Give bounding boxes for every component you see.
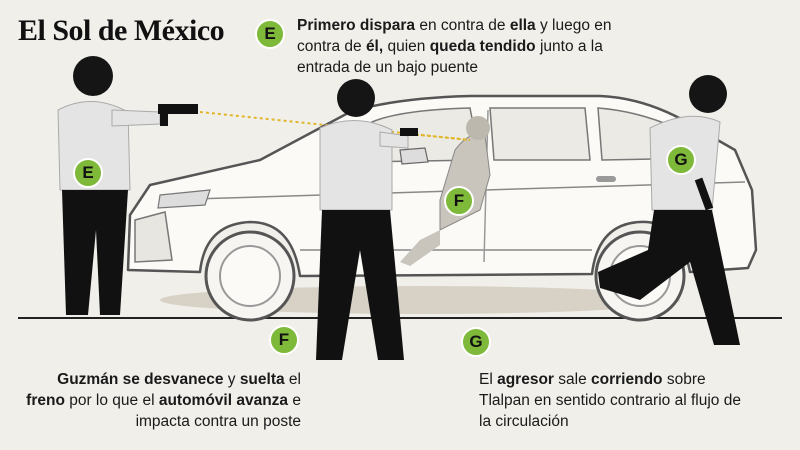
step-badge-g: G (461, 327, 491, 357)
caption-f-bold-4: automóvil avanza (158, 392, 289, 409)
caption-e-bold-3: él, (365, 38, 384, 55)
caption-step-e: Primero dispara en contra de ella y lueg… (297, 15, 627, 78)
step-badge-e-figure: E (73, 158, 103, 188)
brand-logo: El Sol de México (18, 14, 225, 47)
caption-e-text-4: junto a la entrada de un bajo puente (297, 38, 603, 76)
caption-e-bold-1: Primero dispara (297, 17, 416, 34)
caption-e-bold-4: queda tendido (429, 38, 536, 55)
caption-f-text-1: y (223, 371, 240, 388)
caption-f-text-3: por lo que el (64, 392, 159, 409)
step-badge-f: F (269, 325, 299, 355)
caption-f-bold-2: suelta (239, 371, 285, 388)
step-badge-f-figure: F (444, 186, 474, 216)
caption-step-g: El agresor sale corriendo sobre Tlalpan … (479, 369, 749, 432)
caption-g-bold-2: corriendo (591, 371, 663, 388)
caption-e-text-1: en contra de (415, 17, 510, 34)
step-badge-g-figure: G (666, 145, 696, 175)
shot-trajectory-2 (409, 133, 471, 141)
caption-g-text-1: El (479, 371, 498, 388)
caption-e-text-3: quien (383, 38, 430, 55)
caption-e-bold-2: ella (509, 17, 536, 34)
caption-g-text-3: sobre Tlalpan en sentido contrario al fl… (479, 371, 741, 430)
step-badge-e: E (255, 19, 285, 49)
caption-f-text-2: el (284, 371, 301, 388)
caption-step-f: Guzmán se desvanece y suelta el freno po… (16, 369, 301, 432)
shooter-figure-middle (316, 79, 418, 360)
caption-f-bold-1: Guzmán se desvanece (57, 371, 224, 388)
running-attacker-figure (598, 75, 740, 345)
caption-f-bold-3: freno (26, 392, 65, 409)
caption-e-text-2: y luego en contra de (297, 17, 612, 55)
caption-g-text-2: sale (553, 371, 592, 388)
caption-g-bold-1: agresor (497, 371, 554, 388)
caption-f-text-4: e impacta contra un poste (135, 392, 301, 430)
